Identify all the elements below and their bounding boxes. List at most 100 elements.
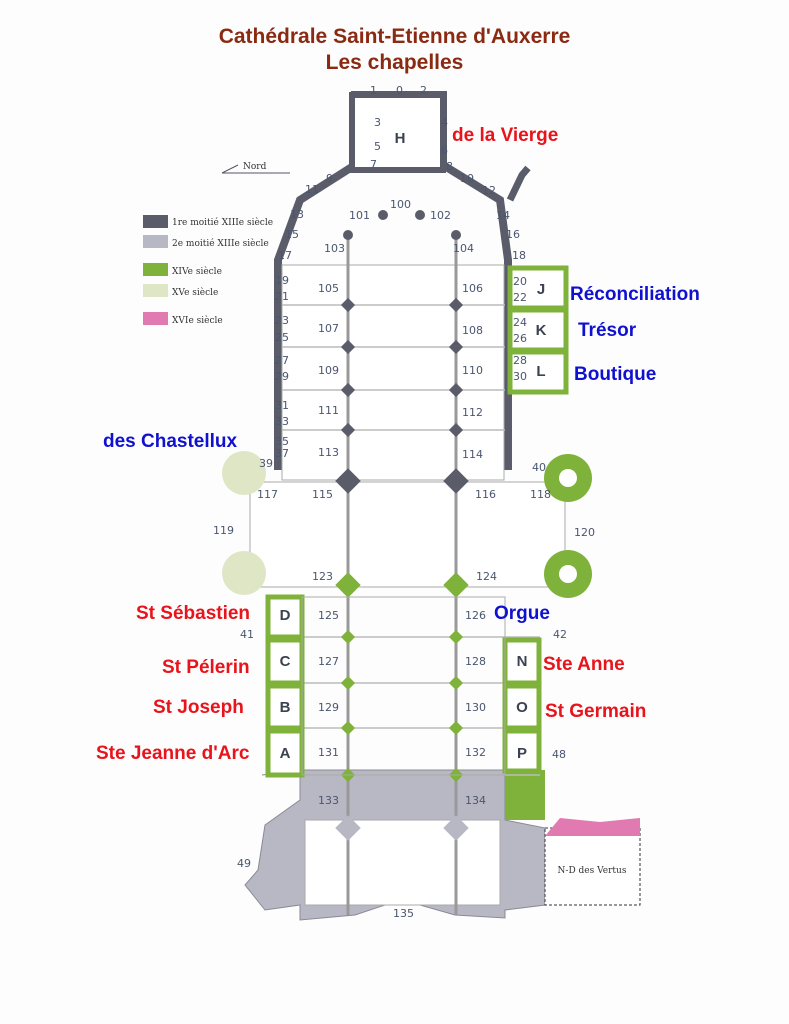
svg-text:124: 124 bbox=[476, 570, 497, 583]
annotation-reconciliation: Réconciliation bbox=[570, 284, 700, 305]
svg-text:26: 26 bbox=[513, 332, 527, 345]
legend-label-1: 1re moitié XIIIe siècle bbox=[172, 217, 273, 228]
chapel-vertus-label: N-D des Vertus bbox=[558, 866, 627, 876]
svg-text:48: 48 bbox=[552, 748, 566, 761]
svg-text:7: 7 bbox=[370, 158, 377, 171]
svg-text:35: 35 bbox=[275, 435, 289, 448]
svg-text:0: 0 bbox=[396, 84, 403, 97]
svg-text:117: 117 bbox=[257, 488, 278, 501]
svg-text:107: 107 bbox=[318, 322, 339, 335]
legend-swatch-4 bbox=[143, 284, 168, 297]
svg-text:110: 110 bbox=[462, 364, 483, 377]
chapel-p-extension bbox=[505, 770, 545, 820]
annotation-tresor: Trésor bbox=[578, 320, 637, 341]
svg-text:9: 9 bbox=[326, 172, 333, 185]
pink-chapel-wall bbox=[545, 818, 640, 836]
chapel-a bbox=[265, 728, 305, 778]
annotation-st-joseph: St Joseph bbox=[153, 697, 244, 718]
svg-text:132: 132 bbox=[465, 746, 486, 759]
svg-text:112: 112 bbox=[462, 406, 483, 419]
svg-text:114: 114 bbox=[462, 448, 483, 461]
annotation-de-la-vierge: de la Vierge bbox=[452, 125, 558, 146]
svg-text:115: 115 bbox=[312, 488, 333, 501]
svg-text:135: 135 bbox=[393, 907, 414, 920]
annotation-ste-anne: Ste Anne bbox=[543, 654, 625, 675]
annotation-des-chastellux: des Chastellux bbox=[103, 431, 238, 452]
choir bbox=[281, 264, 505, 481]
svg-text:116: 116 bbox=[475, 488, 496, 501]
svg-text:17: 17 bbox=[278, 249, 292, 262]
svg-text:118: 118 bbox=[530, 488, 551, 501]
svg-text:125: 125 bbox=[318, 609, 339, 622]
svg-text:106: 106 bbox=[462, 282, 483, 295]
svg-text:16: 16 bbox=[506, 228, 520, 241]
svg-text:133: 133 bbox=[318, 794, 339, 807]
transept bbox=[249, 481, 566, 588]
svg-text:8: 8 bbox=[446, 160, 453, 173]
north-arrow-icon bbox=[221, 164, 290, 174]
chapel-a-letter: A bbox=[280, 745, 291, 762]
svg-text:49: 49 bbox=[237, 857, 251, 870]
title-line-2: Les chapelles bbox=[325, 51, 464, 74]
svg-text:15: 15 bbox=[285, 228, 299, 241]
svg-text:12: 12 bbox=[482, 184, 496, 197]
chapel-p bbox=[502, 728, 542, 774]
chapel-j bbox=[507, 265, 569, 311]
chapel-nd-vertus bbox=[544, 827, 641, 906]
chapel-d bbox=[265, 594, 305, 640]
legend-swatch-1 bbox=[143, 215, 168, 228]
svg-text:25: 25 bbox=[275, 331, 289, 344]
svg-text:27: 27 bbox=[275, 354, 289, 367]
svg-text:2: 2 bbox=[420, 84, 427, 97]
annotation-st-germain: St Germain bbox=[545, 701, 646, 722]
legend-label-3: XIVe siècle bbox=[172, 266, 222, 277]
annotation-boutique: Boutique bbox=[574, 364, 656, 385]
chapel-h bbox=[349, 92, 446, 173]
svg-text:41: 41 bbox=[240, 628, 254, 641]
svg-text:30: 30 bbox=[513, 370, 527, 383]
chapel-d-letter: D bbox=[280, 607, 291, 624]
chapel-p-letter: P bbox=[517, 745, 527, 762]
legend-swatch-3 bbox=[143, 263, 168, 276]
chapel-o-letter: O bbox=[516, 699, 528, 716]
annotation-st-sebastien: St Sébastien bbox=[136, 603, 250, 624]
chapel-b-letter: B bbox=[280, 699, 291, 716]
svg-text:5: 5 bbox=[374, 140, 381, 153]
svg-text:40: 40 bbox=[532, 461, 546, 474]
chapel-l bbox=[507, 349, 569, 395]
svg-text:42: 42 bbox=[553, 628, 567, 641]
chapel-n-letter: N bbox=[517, 653, 528, 670]
svg-text:22: 22 bbox=[513, 291, 527, 304]
svg-text:3: 3 bbox=[374, 116, 381, 129]
svg-text:1: 1 bbox=[370, 84, 377, 97]
svg-text:111: 111 bbox=[318, 404, 339, 417]
svg-text:100: 100 bbox=[390, 198, 411, 211]
annotation-st-pelerin: St Pélerin bbox=[162, 657, 250, 678]
svg-text:103: 103 bbox=[324, 242, 345, 255]
chapel-c-letter: C bbox=[280, 653, 291, 670]
svg-text:19: 19 bbox=[275, 274, 289, 287]
legend-label-5: XVIe siècle bbox=[172, 315, 223, 326]
svg-text:134: 134 bbox=[465, 794, 486, 807]
north-transept-chapel-1 bbox=[222, 451, 266, 495]
svg-text:23: 23 bbox=[275, 314, 289, 327]
svg-text:37: 37 bbox=[275, 447, 289, 460]
legend-swatch-2 bbox=[143, 235, 168, 248]
svg-text:29: 29 bbox=[275, 370, 289, 383]
svg-text:13: 13 bbox=[290, 208, 304, 221]
chapel-o bbox=[502, 683, 542, 731]
svg-text:101: 101 bbox=[349, 209, 370, 222]
svg-text:104: 104 bbox=[453, 242, 474, 255]
svg-text:24: 24 bbox=[513, 316, 527, 329]
chapel-k-letter: K bbox=[536, 322, 547, 339]
annotation-ste-jeanne-d-arc: Ste Jeanne d'Arc bbox=[96, 743, 250, 764]
svg-text:130: 130 bbox=[465, 701, 486, 714]
svg-text:119: 119 bbox=[213, 524, 234, 537]
svg-text:128: 128 bbox=[465, 655, 486, 668]
svg-text:39: 39 bbox=[259, 457, 273, 470]
svg-text:109: 109 bbox=[318, 364, 339, 377]
svg-text:31: 31 bbox=[275, 399, 289, 412]
compass-label: Nord bbox=[243, 162, 267, 172]
annotation-orgue: Orgue bbox=[494, 603, 550, 624]
